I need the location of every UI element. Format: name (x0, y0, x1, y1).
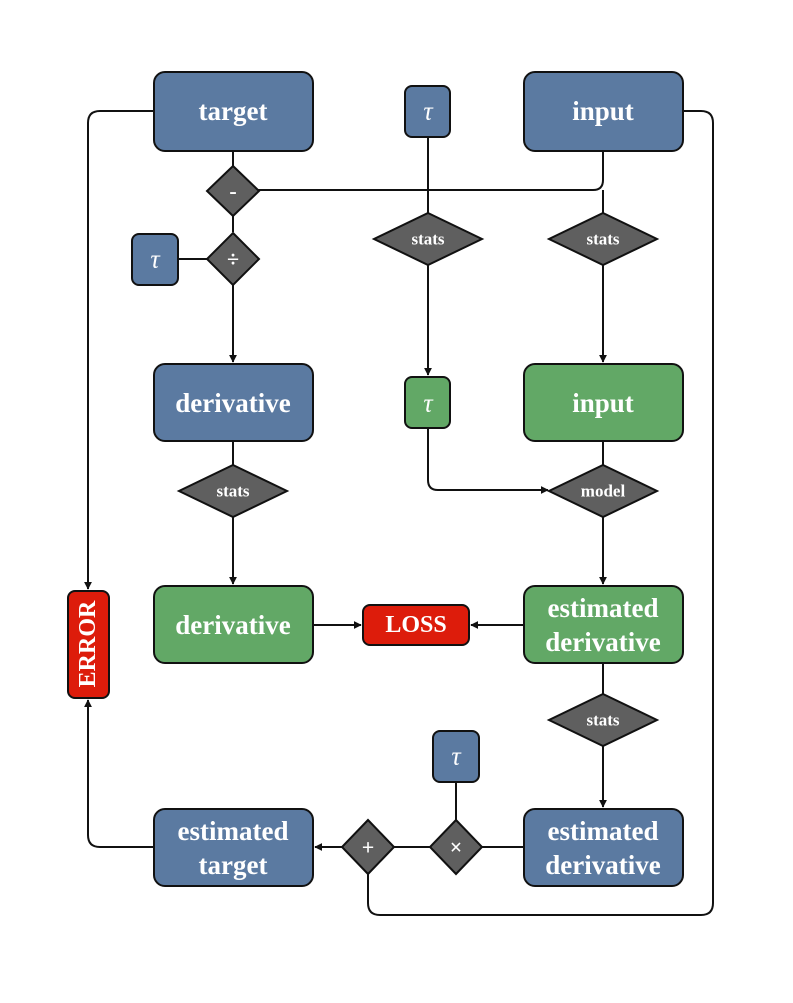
op-times-label: × (450, 835, 463, 860)
node-input-green-label: input (572, 388, 634, 418)
op-minus: - (205, 164, 261, 218)
op-model: model (546, 463, 660, 519)
node-tau-top-box (404, 85, 451, 138)
node-estimated-target-box (153, 808, 314, 887)
node-estimated-target: estimated target (153, 808, 314, 887)
edge-input-plus-loop (367, 110, 714, 916)
op-plus-label: + (362, 835, 375, 860)
node-tau-green-box (404, 376, 451, 429)
op-model-label: model (581, 482, 626, 501)
op-times: × (428, 818, 484, 876)
node-tau-bottom-label: τ (451, 742, 462, 771)
op-stats-lower-label: stats (586, 711, 619, 730)
op-divide-shape (205, 231, 261, 287)
node-estimated-derivative-blue-line1: estimated (548, 816, 659, 846)
node-derivative-blue: derivative (153, 363, 314, 442)
node-loss: LOSS (362, 604, 470, 646)
node-estimated-target-line2: target (199, 850, 268, 880)
op-stats-right-shape (546, 211, 660, 267)
op-stats-mid-label: stats (411, 230, 444, 249)
op-stats-derivative-shape (176, 463, 290, 519)
op-stats-right-label: stats (586, 230, 619, 249)
node-derivative-green-label: derivative (175, 610, 290, 640)
op-stats-derivative: stats (176, 463, 290, 519)
node-estimated-derivative-green-box (523, 585, 684, 664)
op-plus: + (340, 818, 396, 876)
node-tau-top-label: τ (423, 97, 434, 126)
op-plus-shape (340, 818, 396, 876)
op-minus-shape (205, 164, 261, 218)
node-derivative-green: derivative (153, 585, 314, 664)
op-model-shape (546, 463, 660, 519)
node-input-top: input (523, 71, 684, 152)
op-times-shape (428, 818, 484, 876)
node-input-top-box (523, 71, 684, 152)
node-target-label: target (199, 96, 268, 126)
edge-taugreen-model (427, 428, 549, 494)
node-input-green: input (523, 363, 684, 442)
node-derivative-green-box (153, 585, 314, 664)
op-minus-label: - (229, 179, 236, 204)
node-loss-box (362, 604, 470, 646)
node-derivative-blue-label: derivative (175, 388, 290, 418)
edge-input-minus (258, 151, 604, 191)
node-estimated-derivative-green-line1: estimated (548, 593, 659, 623)
node-derivative-blue-box (153, 363, 314, 442)
node-tau-left-label: τ (150, 245, 161, 274)
node-tau-bottom: τ (432, 730, 480, 783)
node-estimated-target-line1: estimated (178, 816, 289, 846)
node-input-top-label: input (572, 96, 634, 126)
edge-esttarget-error (84, 699, 154, 848)
node-estimated-derivative-green-line2: derivative (545, 627, 660, 657)
node-error: ERROR (67, 590, 110, 699)
node-estimated-derivative-blue-box (523, 808, 684, 887)
op-stats-lower: stats (546, 692, 660, 748)
node-tau-left-box (131, 233, 179, 286)
op-stats-derivative-label: stats (216, 482, 249, 501)
node-target-box (153, 71, 314, 152)
node-error-label: ERROR (75, 600, 101, 687)
node-tau-bottom-box (432, 730, 480, 783)
op-divide: ÷ (205, 231, 261, 287)
node-estimated-derivative-green: estimated derivative (523, 585, 684, 664)
node-estimated-derivative-blue-line2: derivative (545, 850, 660, 880)
node-tau-green: τ (404, 376, 451, 429)
node-tau-top: τ (404, 85, 451, 138)
node-estimated-derivative-blue: estimated derivative (523, 808, 684, 887)
op-stats-lower-shape (546, 692, 660, 748)
node-tau-left: τ (131, 233, 179, 286)
node-target: target (153, 71, 314, 152)
node-tau-green-label: τ (423, 389, 434, 418)
op-divide-label: ÷ (227, 247, 239, 272)
op-stats-mid: stats (371, 211, 485, 267)
edges (84, 110, 714, 916)
edge-target-error (84, 110, 154, 590)
node-loss-label: LOSS (385, 612, 446, 638)
node-error-box (67, 590, 110, 699)
op-stats-right: stats (546, 211, 660, 267)
op-stats-mid-shape (371, 211, 485, 267)
node-input-green-box (523, 363, 684, 442)
